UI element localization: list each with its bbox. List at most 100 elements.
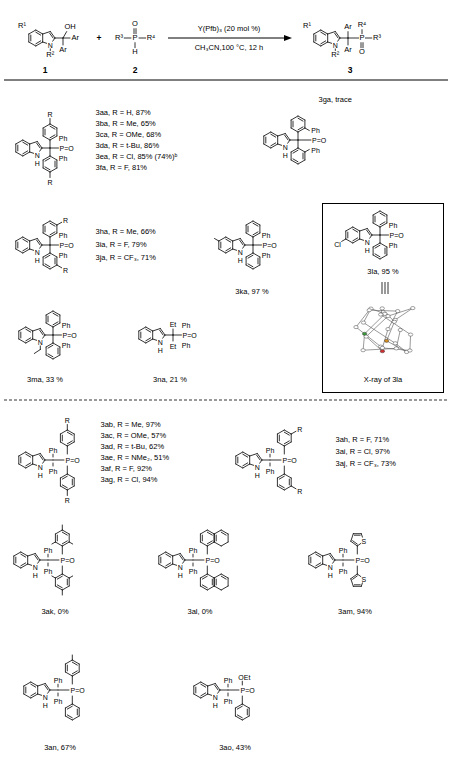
bond	[72, 672, 79, 676]
bond	[43, 156, 50, 160]
compound-label: 3fa, R = F, 81%	[95, 164, 148, 172]
bond	[343, 563, 344, 566]
bond	[313, 34, 314, 42]
bond	[240, 239, 245, 246]
bond	[316, 554, 321, 557]
atom-label: Ph	[388, 242, 398, 249]
compound-label: 3an, 67%	[44, 744, 77, 752]
bond	[13, 556, 14, 564]
bond	[62, 485, 67, 488]
bond	[45, 264, 50, 267]
xray-atom	[354, 326, 358, 329]
xray-atom	[361, 321, 365, 324]
bond	[245, 245, 253, 246]
dashed-divider	[4, 400, 448, 401]
bond	[323, 554, 331, 557]
caption-row: X-ray of 3la	[323, 376, 443, 384]
bond	[45, 460, 53, 461]
box-caption: X-ray of 3la	[363, 375, 403, 384]
compound-label: 3af, R = F, 92%	[100, 465, 153, 473]
atom-label: Ph	[261, 232, 271, 239]
bond	[346, 239, 353, 243]
atom-label: R	[47, 111, 53, 118]
bond	[232, 241, 233, 249]
bond	[375, 216, 376, 222]
bond	[23, 152, 30, 156]
atom-label: Ph	[181, 322, 191, 329]
bond	[285, 134, 290, 141]
bond	[19, 452, 26, 456]
bond	[15, 144, 16, 152]
atom-label: Ph	[43, 546, 53, 553]
bond	[278, 134, 286, 137]
bond	[67, 425, 68, 431]
xray-atom	[411, 307, 415, 310]
bond	[293, 150, 298, 153]
bond	[240, 240, 243, 245]
bond	[356, 310, 369, 327]
atom-label: P=O	[59, 145, 74, 152]
compound-label: 3ao, 43%	[219, 744, 252, 752]
bond	[271, 143, 276, 146]
bond	[46, 323, 53, 327]
bond	[265, 137, 266, 143]
bond	[242, 681, 243, 685]
atom-label: OEt	[238, 674, 251, 681]
bond	[46, 311, 53, 315]
bond	[226, 239, 231, 242]
bond	[53, 327, 54, 335]
bond	[257, 454, 262, 461]
bond	[32, 331, 33, 339]
bond	[246, 257, 247, 265]
bond	[214, 530, 221, 534]
bond	[50, 253, 57, 257]
bond	[136, 28, 137, 34]
bond	[380, 235, 389, 236]
bond	[50, 232, 55, 235]
bond	[50, 140, 51, 148]
bond	[291, 434, 292, 442]
xray-atom	[408, 349, 412, 352]
bond	[63, 38, 70, 39]
atom-label: N	[327, 563, 333, 570]
bond	[219, 249, 226, 253]
reagent-label: R¹	[18, 22, 27, 30]
bond	[29, 42, 36, 46]
bond	[62, 435, 63, 441]
bond	[365, 314, 385, 334]
bond	[335, 32, 340, 39]
atom-label: Ph	[58, 252, 68, 259]
xray-atom	[392, 320, 396, 323]
bond	[65, 672, 72, 676]
bond	[357, 546, 358, 554]
bond	[257, 455, 260, 460]
bond	[45, 255, 50, 258]
compound-label: 3ah, R = F, 71%	[335, 436, 390, 444]
bond	[226, 237, 233, 241]
bond	[215, 685, 218, 690]
bond	[381, 315, 411, 335]
bond	[48, 560, 59, 561]
atom-label: N	[237, 248, 243, 255]
bond	[221, 532, 226, 535]
atom-label: Ph	[261, 252, 271, 259]
bond	[253, 237, 254, 245]
atom-label: S	[361, 575, 367, 582]
compound-label: 3ab, R = Me, 97%	[100, 421, 161, 429]
bond	[60, 478, 61, 486]
compound-label: 3al, 0%	[187, 608, 213, 616]
bond	[17, 145, 18, 151]
bond	[26, 327, 33, 331]
bond	[200, 542, 207, 546]
bond	[375, 245, 380, 248]
bond	[207, 686, 208, 694]
atom-label: Ph	[61, 322, 71, 329]
bond	[16, 152, 23, 156]
bond	[207, 541, 212, 544]
bond	[361, 42, 362, 48]
bond	[31, 694, 38, 698]
bond	[152, 331, 153, 339]
bond	[60, 486, 67, 490]
bond	[77, 709, 78, 715]
bond	[309, 564, 316, 568]
